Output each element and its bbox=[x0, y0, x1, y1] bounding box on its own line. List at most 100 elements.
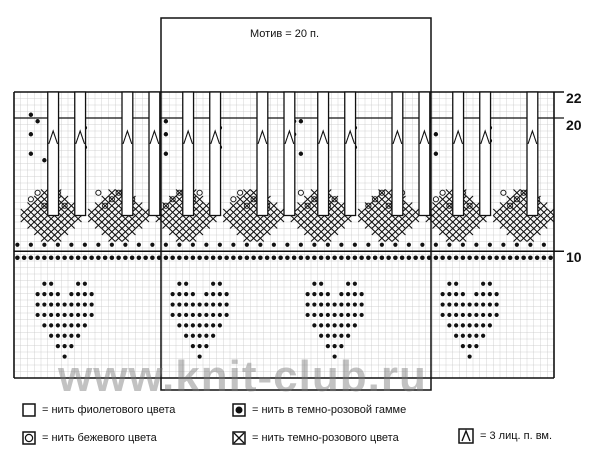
cross-mark bbox=[189, 228, 197, 236]
band-dot bbox=[82, 242, 87, 247]
heart-dot bbox=[211, 323, 216, 328]
heart-dot bbox=[224, 302, 229, 307]
cross-mark bbox=[492, 208, 501, 216]
heart-dot bbox=[190, 323, 195, 328]
cross-mark bbox=[202, 202, 211, 210]
heart-dot bbox=[69, 333, 74, 338]
heart-dot bbox=[42, 292, 47, 297]
heart-dot bbox=[224, 312, 229, 318]
cross-mark bbox=[337, 208, 346, 216]
band-dot bbox=[352, 242, 357, 247]
band-dot bbox=[366, 255, 371, 261]
heart-dot bbox=[359, 312, 364, 318]
cross-mark bbox=[195, 208, 204, 216]
cross-mark bbox=[128, 228, 136, 236]
cross-mark bbox=[162, 215, 170, 223]
band-dot bbox=[69, 242, 74, 247]
cross-mark bbox=[445, 221, 454, 229]
heart-dot bbox=[49, 292, 54, 297]
cross-mark bbox=[405, 208, 413, 216]
heart-dot bbox=[177, 292, 182, 297]
heart-dot bbox=[332, 302, 337, 307]
upper-dot bbox=[28, 112, 34, 117]
cross-mark bbox=[337, 202, 346, 210]
cross-mark bbox=[67, 221, 76, 229]
heart-dot bbox=[312, 312, 317, 318]
cross-mark bbox=[40, 221, 49, 229]
cross-mark bbox=[297, 221, 305, 229]
band-dot bbox=[244, 255, 250, 261]
motif-label: Мотив = 20 п. bbox=[250, 28, 320, 40]
cross-mark bbox=[303, 208, 312, 216]
cross-mark bbox=[445, 228, 454, 236]
cross-mark bbox=[229, 202, 238, 210]
cross-mark bbox=[465, 208, 474, 216]
legend-beige-label: = нить бежевого цвета bbox=[42, 432, 157, 444]
cross-mark bbox=[249, 228, 258, 236]
cross-mark bbox=[384, 202, 393, 210]
band-dot bbox=[170, 255, 175, 261]
cross-mark bbox=[128, 221, 136, 229]
heart-dot bbox=[197, 344, 202, 349]
cross-mark bbox=[378, 234, 386, 242]
heart-dot bbox=[55, 312, 60, 318]
heart-dot bbox=[42, 312, 47, 318]
band-dot bbox=[150, 242, 155, 247]
cross-mark bbox=[533, 228, 541, 236]
heart-dot bbox=[494, 292, 499, 297]
cross-mark bbox=[452, 215, 460, 223]
band-dot bbox=[271, 242, 276, 247]
heart-dot bbox=[35, 312, 40, 318]
cross-mark bbox=[411, 215, 420, 223]
heart-dot bbox=[332, 323, 337, 328]
ring-mark bbox=[61, 202, 68, 209]
band-dot bbox=[190, 255, 196, 261]
heart-dot bbox=[454, 333, 459, 338]
cross-mark bbox=[162, 208, 170, 216]
cross-mark bbox=[526, 228, 535, 236]
cross-mark bbox=[168, 215, 177, 223]
heart-dot bbox=[440, 302, 445, 307]
slot-cutout bbox=[283, 91, 296, 217]
heart-dot bbox=[62, 312, 67, 318]
cross-mark bbox=[60, 202, 69, 210]
cross-mark bbox=[445, 195, 454, 203]
heart-dot bbox=[42, 323, 47, 328]
cross-mark bbox=[47, 215, 55, 223]
band-dot bbox=[501, 242, 506, 247]
triangle-mark bbox=[257, 129, 268, 145]
cross-mark bbox=[459, 234, 467, 242]
empty-square-icon bbox=[22, 403, 36, 417]
band-dot bbox=[480, 255, 486, 261]
cross-mark bbox=[546, 215, 555, 223]
heart-dot bbox=[339, 292, 344, 297]
cross-mark bbox=[128, 215, 136, 223]
cross-mark bbox=[40, 228, 49, 236]
cross-mark bbox=[195, 202, 204, 210]
cross-mark bbox=[526, 215, 535, 223]
cross-mark bbox=[108, 228, 116, 236]
cross-mark bbox=[60, 208, 69, 216]
cross-mark bbox=[364, 215, 373, 223]
ring-mark bbox=[378, 189, 385, 196]
cross-mark bbox=[114, 215, 123, 223]
cross-mark bbox=[384, 221, 393, 229]
cross-mark bbox=[54, 234, 62, 242]
band-dot bbox=[109, 242, 114, 247]
cross-mark bbox=[162, 221, 170, 229]
cross-mark bbox=[101, 215, 109, 223]
cross-mark bbox=[540, 208, 548, 216]
cross-mark bbox=[54, 215, 62, 223]
ring-mark bbox=[500, 189, 507, 196]
band-dot bbox=[514, 242, 519, 247]
ring-mark bbox=[196, 189, 203, 196]
cross-mark bbox=[195, 228, 204, 236]
cross-mark bbox=[398, 215, 406, 223]
cross-mark bbox=[519, 195, 528, 203]
ring-mark bbox=[365, 202, 372, 209]
heart-dot bbox=[481, 333, 486, 338]
band-dot bbox=[224, 255, 229, 261]
cross-mark bbox=[357, 208, 366, 216]
cross-mark bbox=[324, 215, 332, 223]
heart-dot bbox=[197, 302, 202, 307]
